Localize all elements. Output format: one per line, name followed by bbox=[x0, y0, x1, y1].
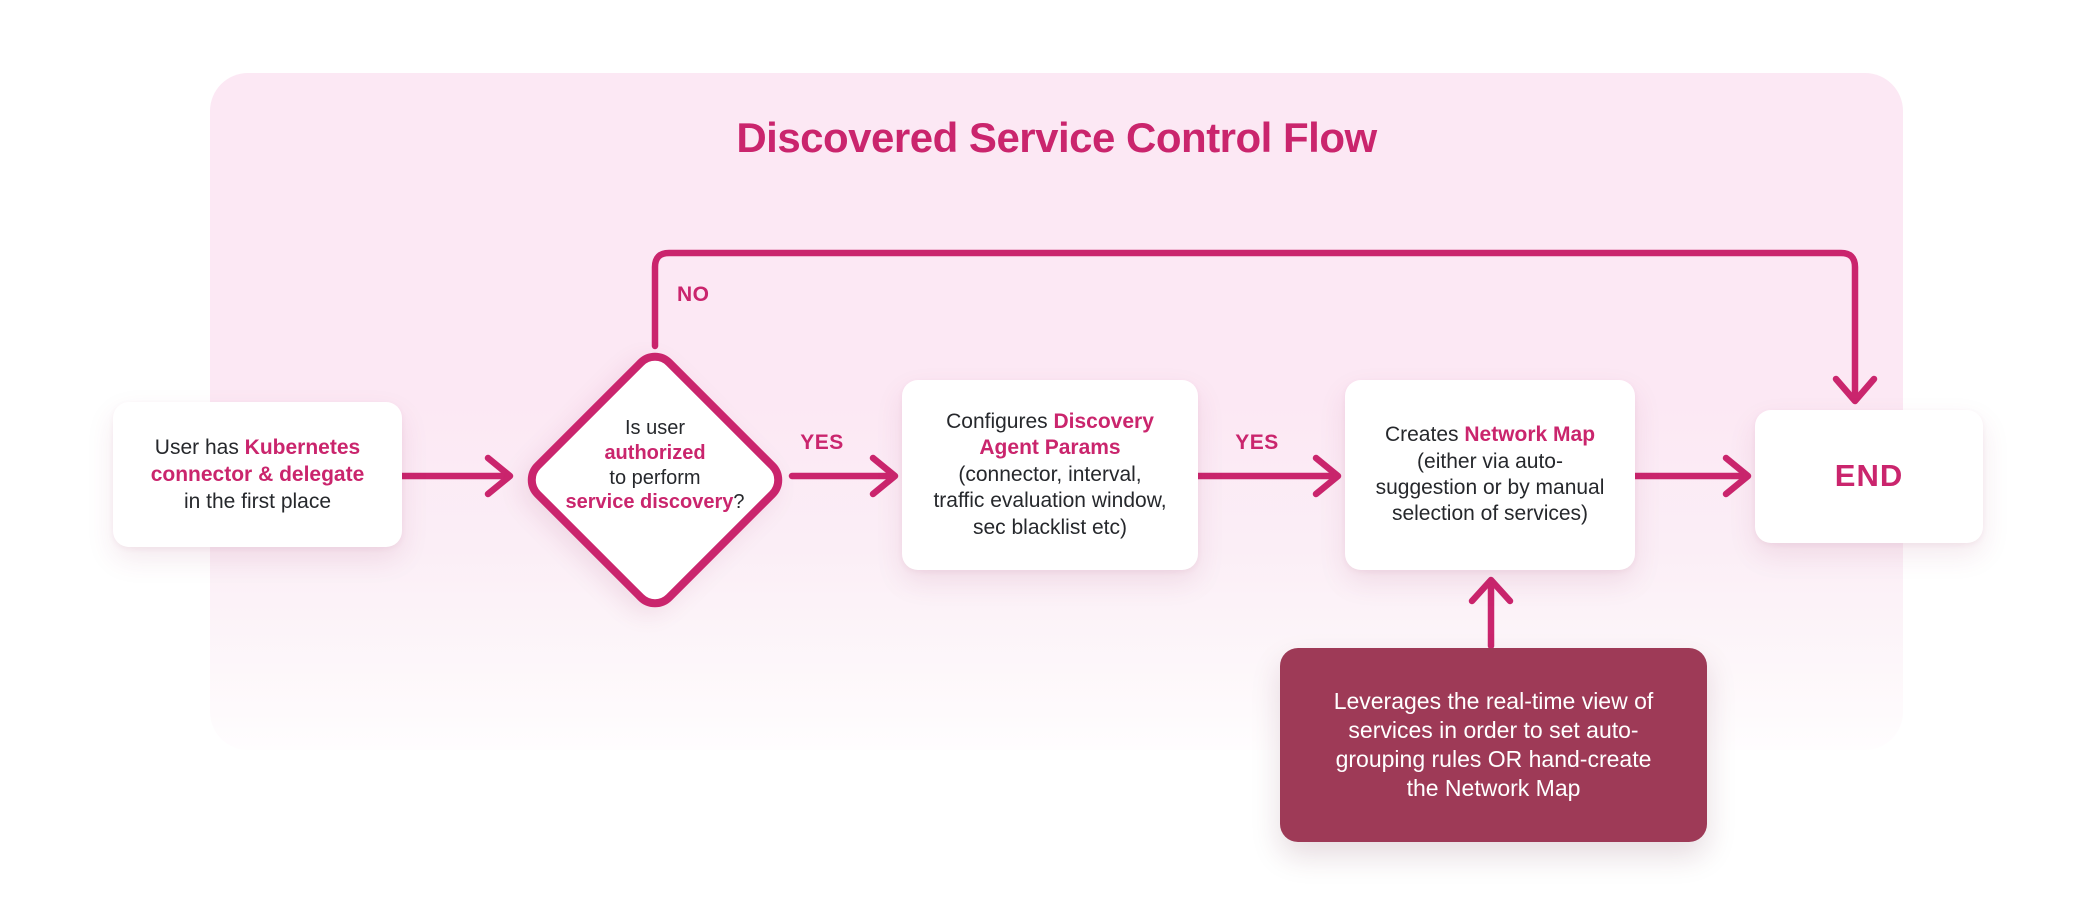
text-line: in the first place bbox=[183, 490, 332, 514]
text-line: Leverages the real-time view of bbox=[1333, 687, 1654, 714]
text-line: authorized bbox=[604, 441, 706, 464]
text-line: connector & delegate bbox=[150, 462, 365, 486]
text-line: Configures Discovery bbox=[946, 409, 1154, 433]
text-line: traffic evaluation window, bbox=[933, 489, 1167, 513]
text-line: the Network Map bbox=[1406, 775, 1581, 802]
edge-label-yes-2: YES bbox=[1235, 431, 1279, 454]
text-line: Is user bbox=[624, 417, 686, 439]
text-line: service discovery? bbox=[565, 491, 745, 514]
text-line: suggestion or by manual bbox=[1375, 476, 1605, 499]
diagram-title: Discovered Service Control Flow bbox=[736, 114, 1377, 161]
text-line: to perform bbox=[609, 466, 701, 489]
node-end: END bbox=[1755, 410, 1983, 543]
node-create-map: Creates Network Map(either via auto-sugg… bbox=[1345, 380, 1635, 570]
end-label: END bbox=[1834, 458, 1904, 494]
text-line: selection of services) bbox=[1391, 502, 1589, 526]
text-line: (either via auto- bbox=[1417, 449, 1563, 473]
text-line: (connector, interval, bbox=[958, 462, 1142, 486]
node-start: User has Kubernetes connector & delegate i… bbox=[113, 402, 402, 547]
edge-label-yes-1: YES bbox=[800, 431, 844, 454]
text-line: Agent Params bbox=[979, 436, 1121, 460]
text-line: User has Kubernetes bbox=[154, 435, 361, 459]
text-line: grouping rules OR hand-create bbox=[1335, 746, 1652, 772]
edge-label-no: NO bbox=[677, 283, 710, 306]
text-line: services in order to set auto- bbox=[1348, 716, 1639, 743]
text-line: sec blacklist etc) bbox=[972, 515, 1128, 539]
text-line: Creates Network Map bbox=[1384, 423, 1596, 447]
